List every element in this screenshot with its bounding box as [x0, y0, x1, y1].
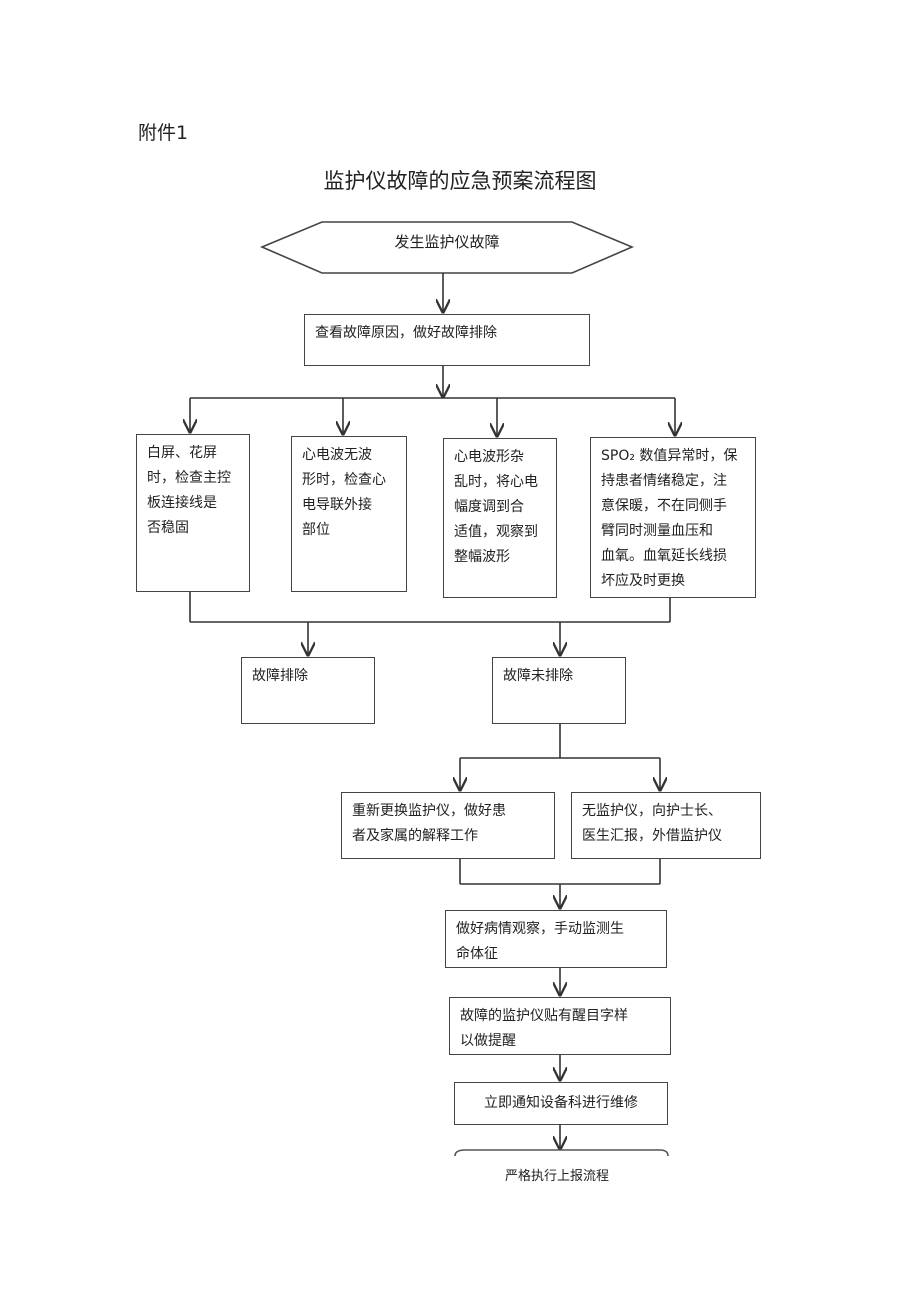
- node-unresolved: 故障未排除: [492, 657, 626, 724]
- start-hexagon: [259, 221, 635, 274]
- node-resolved: 故障排除: [241, 657, 375, 724]
- node-no-monitor: 无监护仪，向护士长、 医生汇报，外借监护仪: [571, 792, 761, 859]
- report-box-top: [454, 1149, 669, 1157]
- node-ecg-noise: 心电波形杂 乱时，将心电 幅度调到合 适值，观察到 整幅波形: [443, 438, 557, 598]
- node-start-label: 发生监护仪故障: [394, 233, 500, 251]
- node-observe: 做好病情观察，手动监测生 命体征: [445, 910, 667, 968]
- node-spo2: SPO₂ 数值异常时，保 持患者情绪稳定，注 意保暖，不在同侧手 臂同时测量血压…: [590, 437, 756, 598]
- node-report-label: 严格执行上报流程: [505, 1169, 610, 1184]
- attachment-label: 附件1: [138, 122, 189, 144]
- node-white-screen: 白屏、花屏 时，检查主控 板连接线是 否稳固: [136, 434, 250, 592]
- node-notify-repair: 立即通知设备科进行维修: [454, 1082, 668, 1125]
- node-ecg-flat: 心电波无波 形时，检查心 电导联外接 部位: [291, 436, 407, 592]
- flowchart-title: 监护仪故障的应急预案流程图: [323, 169, 597, 193]
- node-label-faulty: 故障的监护仪贴有醒目字样 以做提醒: [449, 997, 671, 1055]
- node-replace-monitor: 重新更换监护仪，做好患 者及家属的解释工作: [341, 792, 555, 859]
- node-check-cause: 查看故障原因，做好故障排除: [304, 314, 590, 366]
